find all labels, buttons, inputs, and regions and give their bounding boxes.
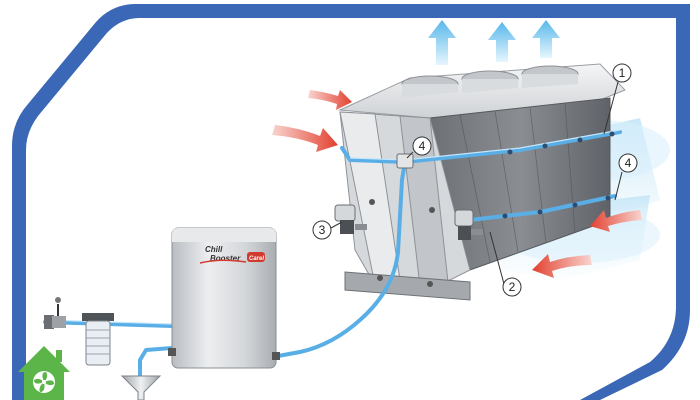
- callout-label-4b: 4: [625, 156, 632, 170]
- inlet-filter: [44, 297, 114, 366]
- left-arrow-icon: [532, 254, 592, 278]
- right-arrow-icon: [308, 90, 352, 110]
- solenoid-valve-right: [454, 209, 483, 240]
- callout-label-2: 2: [509, 280, 516, 294]
- intake-arrows: [272, 90, 642, 278]
- callout-label-3: 3: [319, 223, 326, 237]
- callout-label-1: 1: [619, 66, 626, 80]
- funnel-icon: [120, 375, 162, 400]
- brand-logo: Chill Booster Carel: [199, 245, 265, 264]
- solenoid-valve-left: [334, 204, 367, 234]
- callouts: 1 2 3 4 4: [312, 63, 638, 297]
- tee-junction: [396, 153, 414, 169]
- callout-4b: 4: [614, 153, 638, 201]
- up-arrow-icon: [532, 20, 560, 58]
- callout-4a: 4: [406, 136, 432, 159]
- brand-word-2: Booster: [210, 254, 241, 263]
- brand-badge: Carel: [249, 256, 264, 262]
- up-arrow-icon: [488, 22, 516, 62]
- chillbooster-cabinet: Chill Booster Carel: [168, 227, 280, 369]
- callout-2: 2: [489, 231, 522, 297]
- callout-3: 3: [312, 220, 343, 240]
- right-arrow-icon: [272, 125, 338, 152]
- callout-1: 1: [603, 63, 632, 135]
- left-arrow-icon: [590, 210, 642, 232]
- exhaust-arrows: [428, 20, 560, 65]
- callout-label-4a: 4: [419, 139, 426, 153]
- up-arrow-icon: [428, 20, 456, 65]
- spray-nozzles: [502, 131, 615, 219]
- house-fan-icon: [18, 346, 70, 400]
- brand-word-1: Chill: [205, 245, 223, 254]
